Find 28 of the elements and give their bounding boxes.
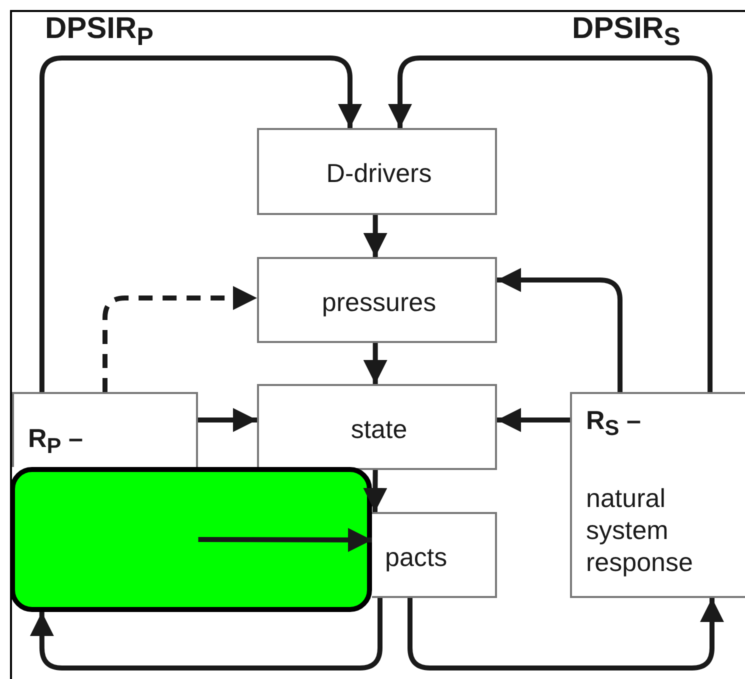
box-label: R$_{S}$ – <box>586 404 642 442</box>
arrow <box>363 470 388 512</box>
arrow <box>102 286 257 392</box>
process-box <box>372 512 497 598</box>
arrow <box>363 343 388 384</box>
box-label: pacts <box>385 541 448 573</box>
process-box <box>257 128 497 215</box>
process-box <box>257 384 497 470</box>
box-description: natural system response <box>586 482 694 578</box>
process-box <box>257 257 497 343</box>
arrow <box>198 408 257 432</box>
arrow <box>198 528 372 552</box>
box-label: state <box>350 413 408 445</box>
rounded-box <box>10 467 372 612</box>
arrow <box>497 268 623 392</box>
process-box <box>570 392 745 598</box>
arrow <box>39 56 362 392</box>
process-box <box>12 392 198 467</box>
arrow <box>408 598 724 670</box>
arrow <box>388 56 713 392</box>
arrow <box>30 598 382 670</box>
box-label: R$_{P}$ – <box>28 422 84 460</box>
arrow <box>497 408 570 432</box>
loop-label: DPSIR$_{P}$ <box>45 12 154 52</box>
box-label: pressures <box>320 286 438 318</box>
arrow <box>363 215 388 257</box>
loop-label: DPSIR$_{S}$ <box>572 12 680 52</box>
box-label: D-drivers <box>325 157 433 189</box>
